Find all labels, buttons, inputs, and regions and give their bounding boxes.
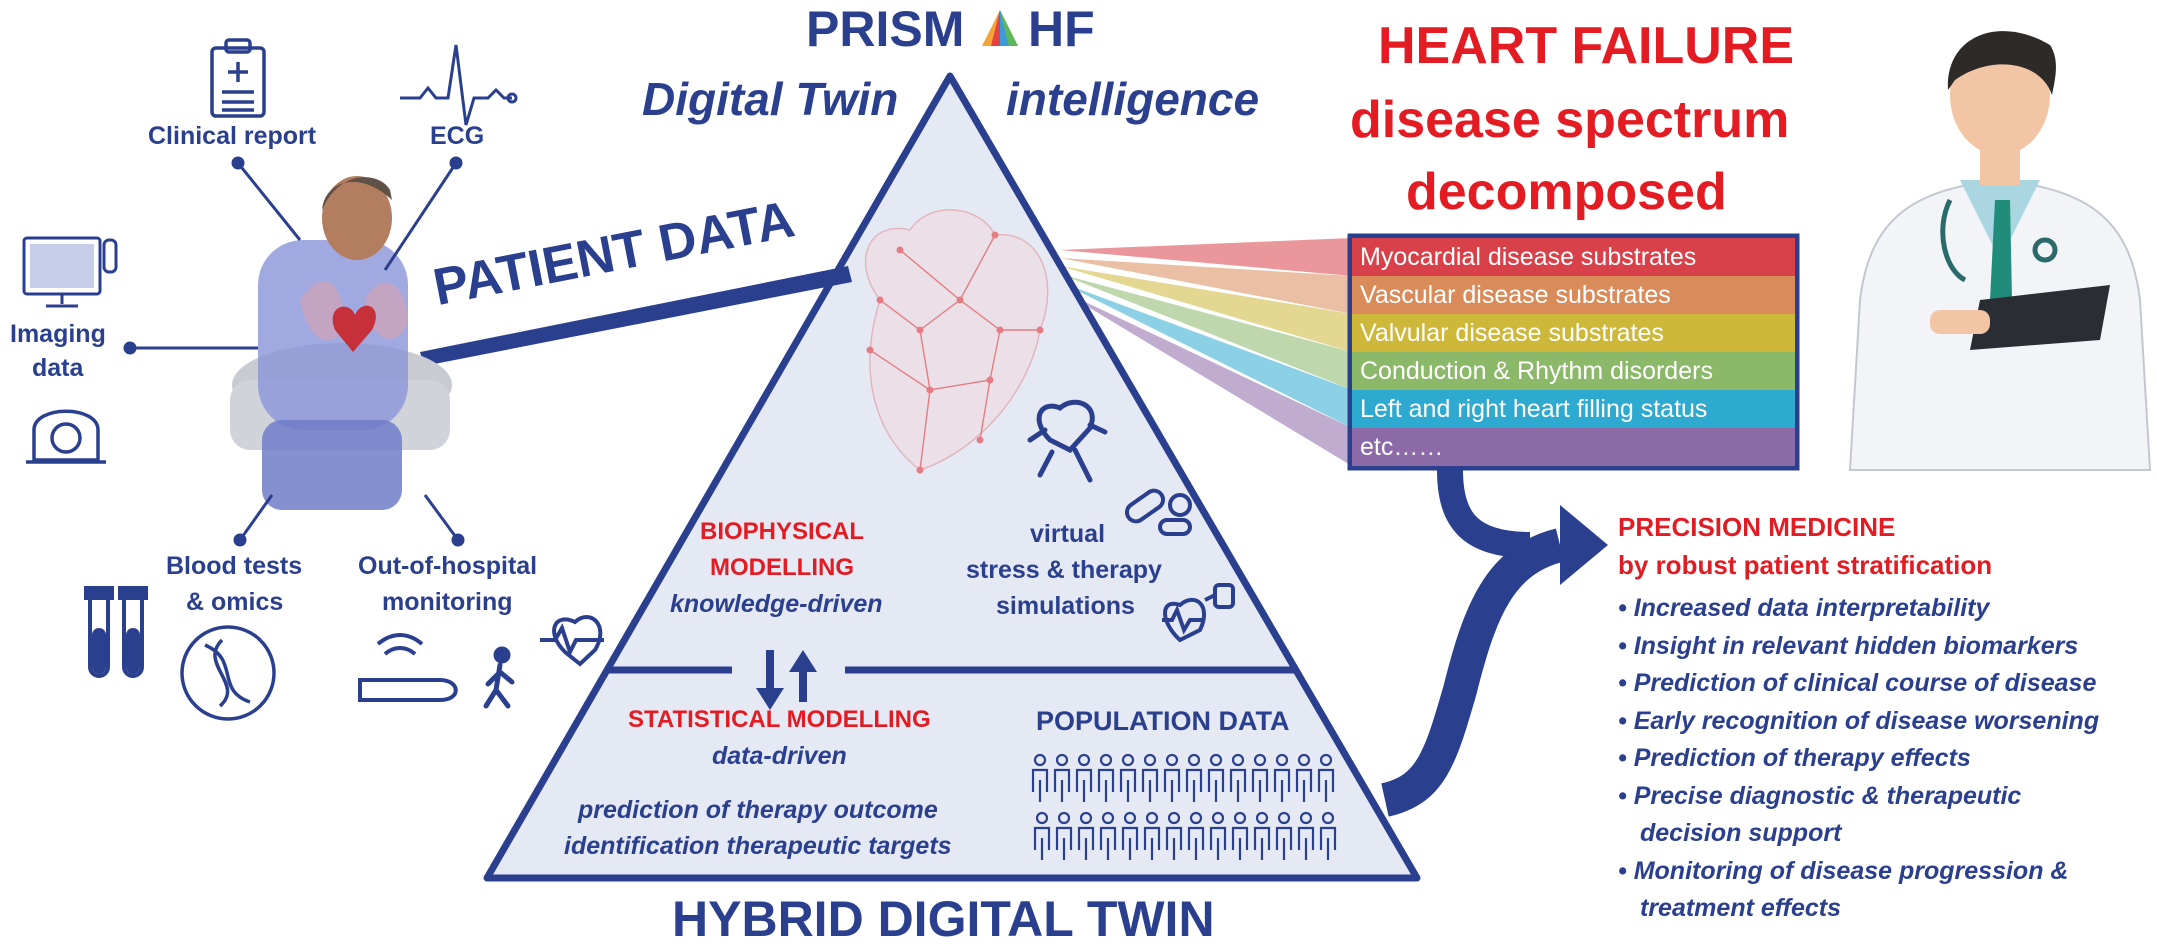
heart-mesh-icon — [864, 209, 1049, 474]
virtual-label-2: stress & therapy — [966, 556, 1162, 584]
brand-prism: PRISM — [806, 1, 965, 57]
person-icon — [1231, 811, 1249, 860]
person-icon — [1143, 811, 1161, 860]
person-icon — [1317, 753, 1335, 802]
precision-arrow — [1380, 528, 1565, 817]
person-icon — [1253, 811, 1271, 860]
wearable-monitor-icon — [358, 633, 458, 702]
person-icon — [1207, 753, 1225, 802]
person-icon — [1075, 753, 1093, 802]
person-icon — [1185, 753, 1203, 802]
source-connectors — [123, 156, 465, 547]
spectrum-arrow — [1437, 469, 1531, 558]
precision-medicine-title-2: by robust patient stratification — [1618, 550, 1993, 580]
source-clinical-report-label: Clinical report — [148, 122, 317, 150]
spectrum-band: Conduction & Rhythm disorders — [1352, 352, 1795, 390]
person-icon — [1273, 753, 1291, 802]
person-icon — [1031, 753, 1049, 802]
precision-benefit-item: • Precise diagnostic & therapeutic — [1618, 781, 2022, 810]
precision-benefit-item: • Monitoring of disease progression & — [1618, 856, 2069, 885]
patient-data-bar — [420, 266, 852, 366]
precision-benefit-item: • Prediction of clinical course of disea… — [1618, 669, 2097, 697]
biophysical-title-2: MODELLING — [710, 554, 854, 581]
person-icon — [1163, 753, 1181, 802]
prediction-line-1: prediction of therapy outcome — [578, 796, 938, 824]
prism-logo-icon — [982, 10, 1018, 46]
precision-benefit-item: treatment effects — [1640, 894, 1842, 922]
source-imaging-label-2: data — [32, 354, 84, 382]
source-monitoring-label-2: monitoring — [382, 588, 513, 616]
dna-omics-icon — [180, 625, 276, 721]
source-blood-label-2: & omics — [186, 588, 284, 616]
virtual-label-3: simulations — [996, 592, 1135, 620]
heart-failure-title-1: HEART FAILURE — [1378, 17, 1794, 75]
person-icon — [1053, 753, 1071, 802]
person-icon — [1275, 811, 1293, 860]
spectrum-box-frame — [1347, 233, 1800, 471]
doctor-figure — [1848, 31, 2152, 471]
person-icon — [1209, 811, 1227, 860]
person-icon — [1121, 811, 1139, 860]
biophysical-title-1: BIOPHYSICAL — [700, 518, 865, 545]
source-imaging-label-1: Imaging — [10, 320, 106, 348]
person-icon — [1119, 753, 1137, 802]
spectrum-band: etc…… — [1352, 428, 1795, 466]
precision-benefit-item: decision support — [1640, 819, 1842, 847]
virtual-label-1: virtual — [1030, 520, 1106, 548]
person-icon — [1165, 811, 1183, 860]
person-icon — [1295, 753, 1313, 802]
ecg-waveform-icon — [400, 44, 512, 126]
spectrum-band: Valvular disease substrates — [1352, 314, 1795, 352]
subtitle-digital-twin: Digital Twin — [642, 73, 899, 125]
mri-scanner-icon — [26, 409, 106, 464]
person-icon — [1141, 753, 1159, 802]
spectrum-band: Myocardial disease substrates — [1352, 238, 1795, 276]
imaging-monitor-icon — [22, 236, 118, 308]
source-ecg-label: ECG — [430, 122, 485, 150]
source-monitoring-label-1: Out-of-hospital — [358, 552, 538, 580]
person-icon — [1077, 811, 1095, 860]
source-blood-label-1: Blood tests — [166, 552, 303, 580]
prediction-line-2: identification therapeutic targets — [564, 832, 952, 860]
walking-person-icon — [483, 646, 515, 709]
brand-hf: HF — [1028, 1, 1095, 57]
population-people-icons — [1031, 753, 1337, 860]
subtitle-intelligence: intelligence — [1006, 73, 1260, 125]
heart-device-icon — [1162, 583, 1235, 643]
precision-benefit-item: • Increased data interpretability — [1618, 594, 1990, 622]
person-icon — [1187, 811, 1205, 860]
precision-benefit-item: • Early recognition of disease worsening — [1618, 706, 2100, 735]
spectrum-beams — [1060, 238, 1352, 466]
statistical-title: STATISTICAL MODELLING — [628, 706, 931, 733]
patient-figure — [230, 176, 452, 510]
biophysical-subtitle: knowledge-driven — [670, 590, 883, 618]
person-icon — [1033, 811, 1051, 860]
person-icon — [1055, 811, 1073, 860]
spectrum-band: Left and right heart filling status — [1352, 390, 1795, 428]
precision-benefit-item: • Insight in relevant hidden biomarkers — [1618, 631, 2079, 660]
bidirectional-arrows-icon — [756, 650, 817, 710]
precision-medicine-title-1: PRECISION MEDICINE — [1618, 512, 1896, 542]
heart-failure-title-3: decomposed — [1406, 163, 1727, 221]
precision-benefit-item: • Prediction of therapy effects — [1618, 744, 1971, 772]
person-icon — [1251, 753, 1269, 802]
test-tubes-icon — [84, 586, 148, 678]
heart-failure-title-2: disease spectrum — [1350, 91, 1790, 149]
person-icon — [1097, 753, 1115, 802]
hybrid-digital-twin-title: HYBRID DIGITAL TWIN — [672, 891, 1215, 947]
person-icon — [1099, 811, 1117, 860]
statistical-subtitle: data-driven — [712, 742, 847, 770]
heart-monitoring-icon — [540, 615, 604, 667]
spectrum-band: Vascular disease substrates — [1352, 276, 1795, 314]
digital-twin-triangle — [483, 72, 1421, 882]
running-heart-icon — [1027, 399, 1108, 483]
person-icon — [1319, 811, 1337, 860]
clipboard-icon — [210, 38, 266, 118]
population-data-title: POPULATION DATA — [1036, 706, 1290, 736]
pill-icon — [1124, 488, 1192, 536]
person-icon — [1229, 753, 1247, 802]
person-icon — [1297, 811, 1315, 860]
